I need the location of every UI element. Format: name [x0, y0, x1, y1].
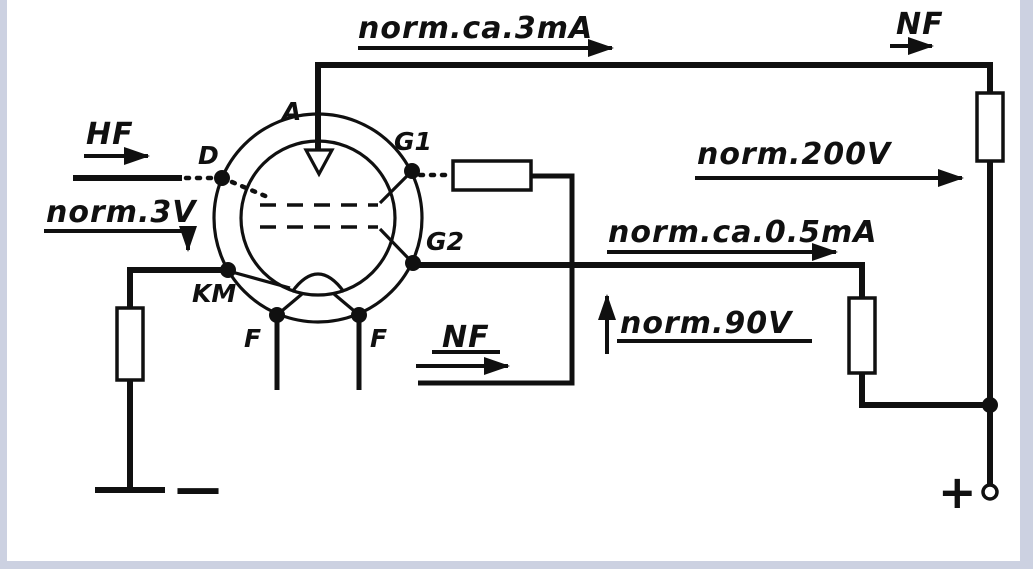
pin-dot-g1	[404, 163, 420, 179]
label-screen-current: norm.ca.0.5mA	[608, 215, 877, 250]
pin-dot-km	[220, 262, 236, 278]
diode-internal-lead	[229, 179, 273, 201]
terminal-plus: +	[938, 465, 977, 519]
cathode-electrode	[290, 272, 346, 293]
grid1-internal-lead	[378, 173, 410, 205]
label-nf-top: NF	[896, 7, 944, 42]
pin-label-km: KM	[192, 279, 236, 308]
junction-dots	[214, 163, 998, 413]
terminal-minus: —	[175, 461, 221, 515]
label-norm-90v: norm.90V	[620, 306, 794, 341]
pin-dot-f-left	[269, 307, 285, 323]
pin-label-f-left: F	[244, 324, 261, 353]
pin-dot-f-right	[351, 307, 367, 323]
pin-label-f-right: F	[370, 324, 387, 353]
plus-terminal-circle	[981, 483, 999, 501]
screen-wire	[413, 262, 865, 298]
wiring	[73, 62, 993, 493]
anode-electrode	[303, 148, 335, 178]
junction-dot-rail	[982, 397, 998, 413]
grid2-internal-lead	[378, 227, 411, 261]
pin-label-g1: G1	[394, 127, 432, 156]
pin-dot-d	[214, 170, 230, 186]
screen-resistor	[847, 296, 877, 375]
text-labels: norm.ca.3mA NF HF norm.3V norm.200V norm…	[46, 7, 977, 519]
pin-dot-g2	[405, 255, 421, 271]
label-norm-3v: norm.3V	[46, 195, 198, 230]
pin-label-a: A	[280, 97, 301, 126]
annotation-arrows	[44, 37, 964, 375]
label-nf-out: NF	[442, 320, 490, 355]
screen-to-rail-wire	[859, 373, 990, 408]
anode-resistor	[975, 91, 1005, 163]
pin-label-g2: G2	[426, 227, 464, 256]
cathode-internal-lead	[231, 270, 291, 290]
anode-wire	[315, 62, 993, 150]
schematic-paper	[7, 0, 1020, 561]
cathode-wire	[127, 267, 228, 308]
label-anode-current: norm.ca.3mA	[358, 11, 593, 46]
label-hf: HF	[86, 117, 134, 152]
tube-envelope-inner	[239, 139, 397, 297]
resistors	[115, 91, 1005, 382]
grid-resistor	[451, 159, 533, 192]
cathode-resistor	[115, 306, 145, 382]
label-norm-200v: norm.200V	[697, 137, 893, 172]
pin-label-d: D	[198, 141, 219, 170]
grid1-output-wire	[418, 173, 575, 386]
